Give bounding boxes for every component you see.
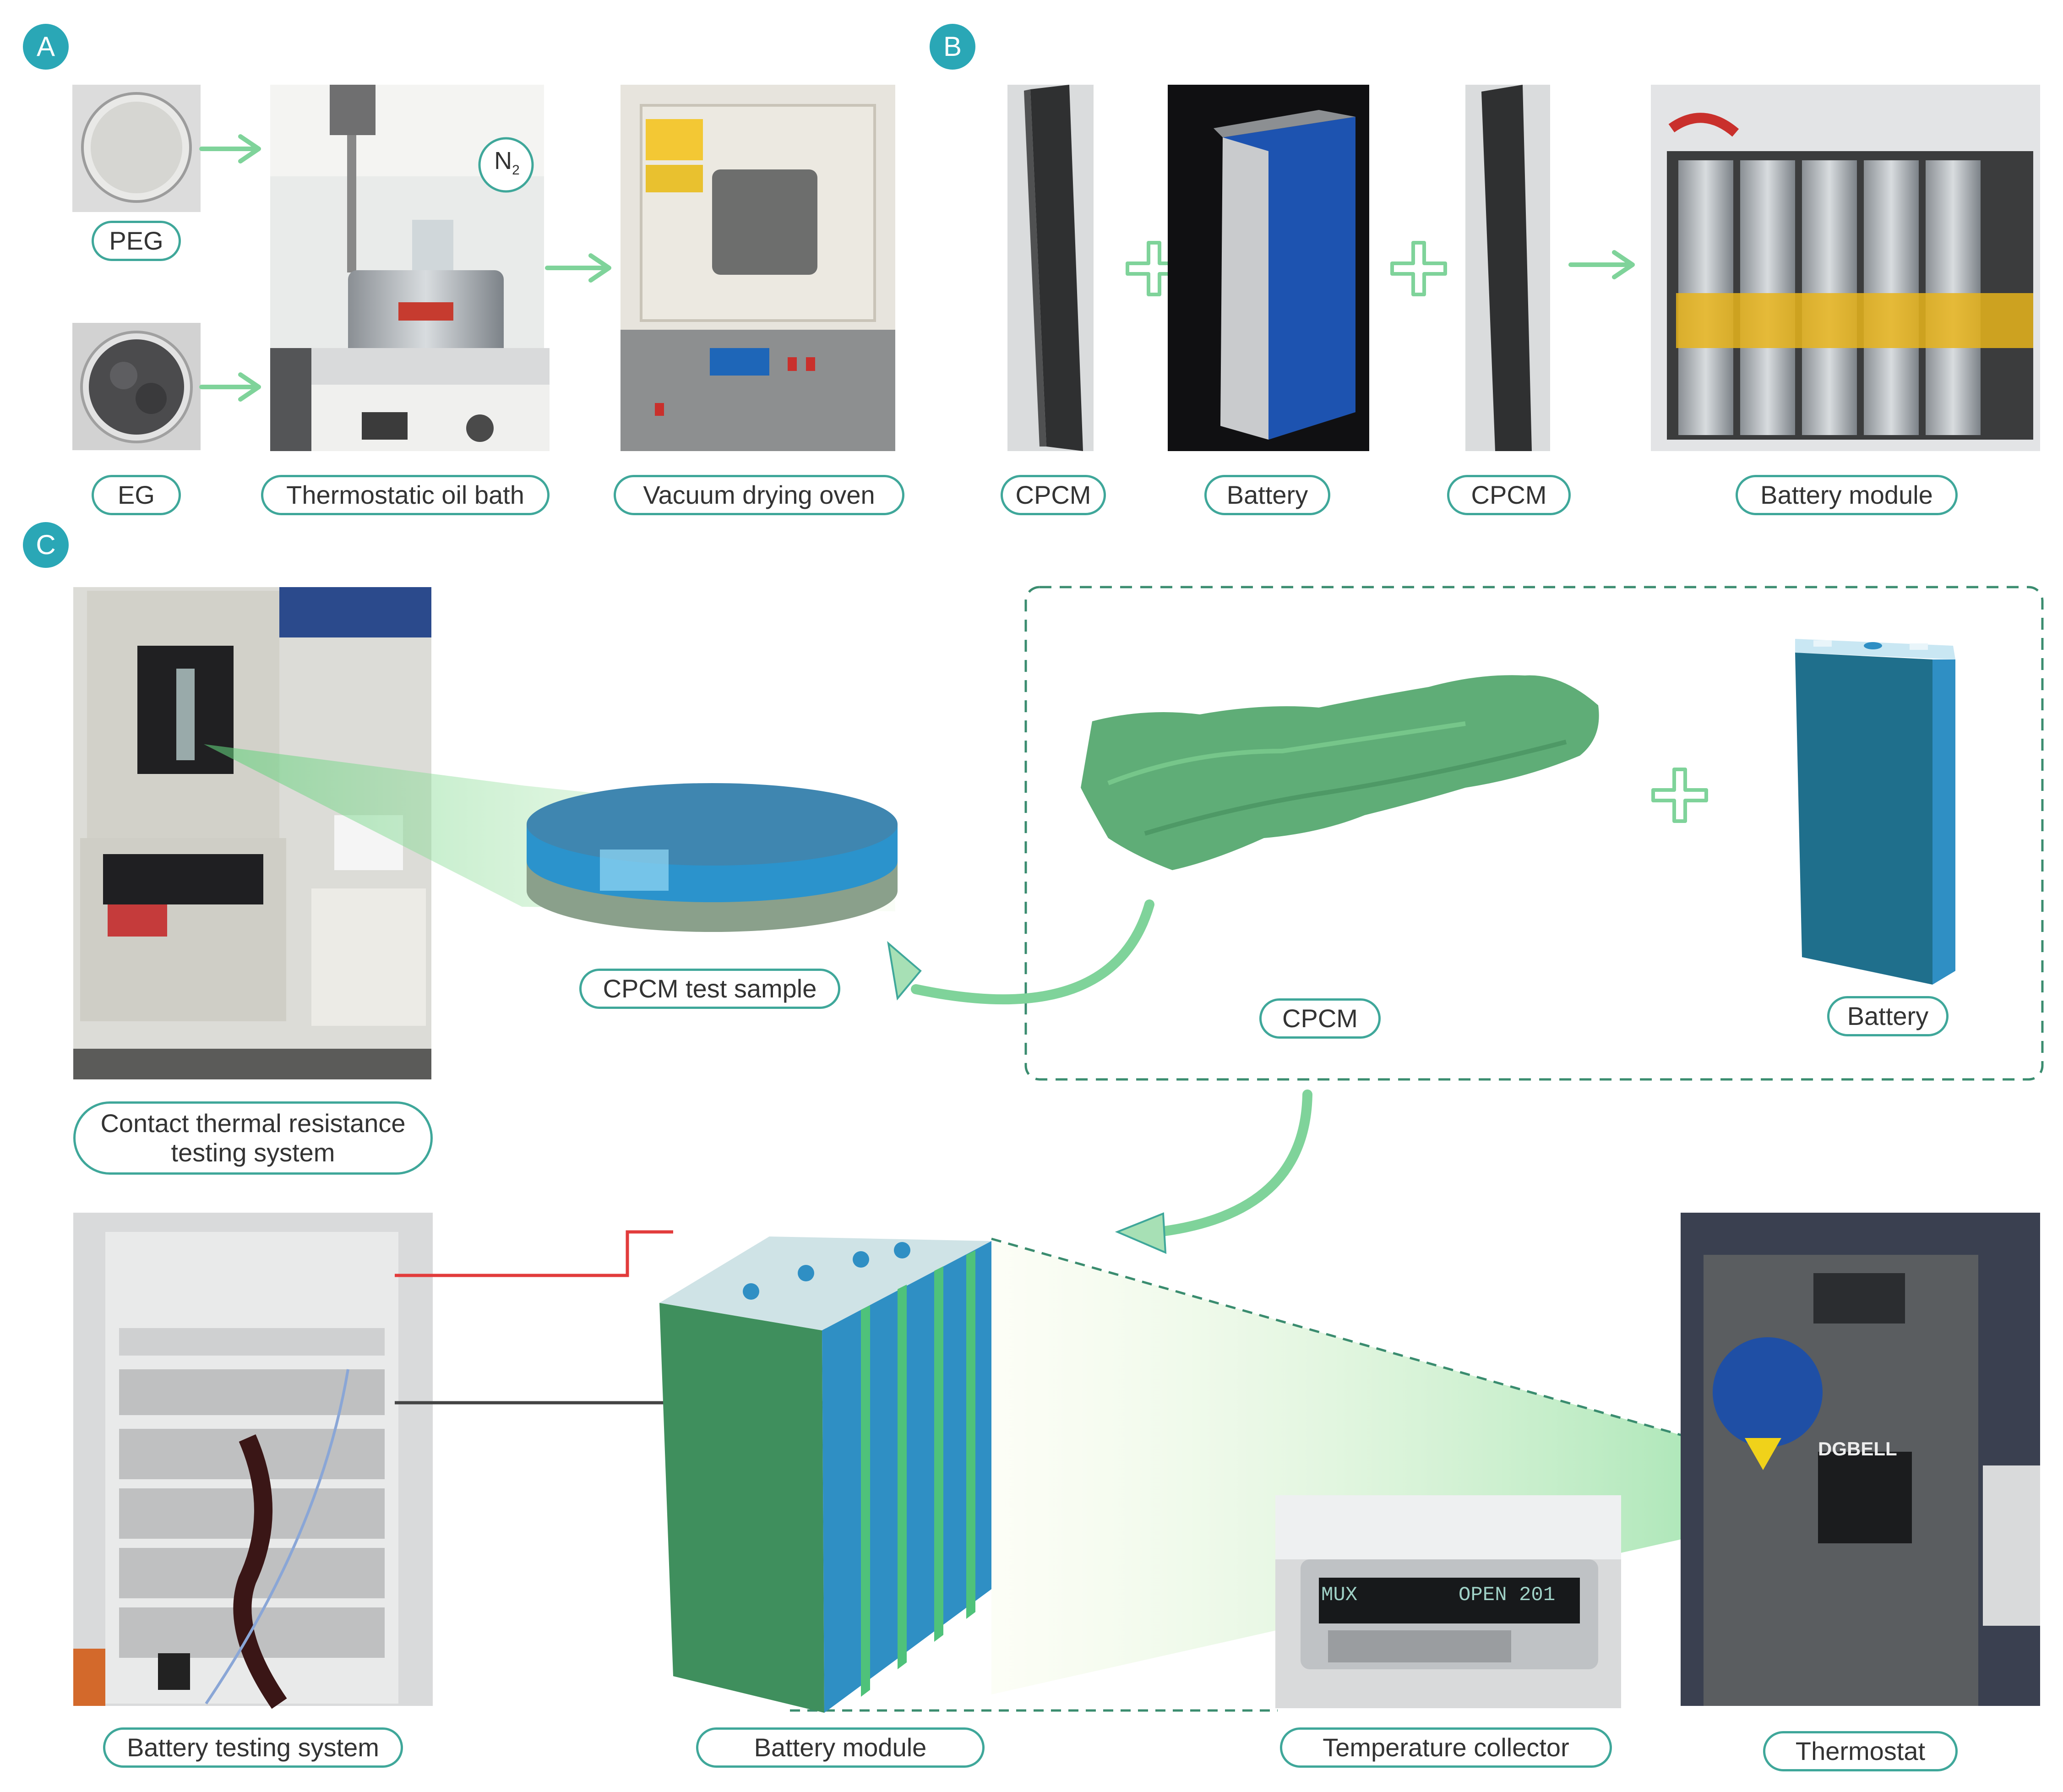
- arrow-right-icon: [545, 253, 611, 283]
- oven-photo: [621, 85, 895, 451]
- label-module-c: Battery module: [696, 1727, 985, 1768]
- curved-arrow-icon: [1154, 1089, 1312, 1237]
- plus-icon: [1390, 241, 1447, 296]
- red-wire: [395, 1230, 673, 1277]
- display-left-text: MUX: [1321, 1584, 1358, 1607]
- panel-b-badge: B: [930, 24, 975, 70]
- panel-c-badge: C: [23, 522, 69, 568]
- panel-a-badge: A: [23, 24, 69, 70]
- brand-text: DGBELL: [1818, 1438, 1897, 1460]
- label-peg: PEG: [92, 221, 181, 261]
- cpcm-block: [1081, 675, 1599, 870]
- cpcm-photo-right: [1465, 85, 1550, 451]
- temp-collector-photo: [1275, 1495, 1621, 1708]
- peg-photo: [72, 85, 201, 212]
- label-module-b: Battery module: [1736, 475, 1958, 515]
- battery-tester-photo: [73, 1213, 433, 1709]
- battery-3d: [1795, 639, 1955, 985]
- label-cpcm-left: CPCM: [1001, 475, 1106, 515]
- label-cpcm-right: CPCM: [1447, 475, 1571, 515]
- label-battery-c: Battery: [1827, 996, 1949, 1036]
- cpcm-test-sample-disc: [527, 783, 898, 932]
- label-thermostat: Thermostat: [1763, 1731, 1958, 1771]
- oil-bath-photo: [270, 85, 550, 451]
- label-contact-system: Contact thermal resistance testing syste…: [73, 1101, 433, 1175]
- label-eg: EG: [92, 475, 181, 515]
- label-cpcm-c: CPCM: [1259, 998, 1381, 1039]
- label-battery-b: Battery: [1204, 475, 1330, 515]
- curved-arrow-icon: [911, 899, 1154, 1005]
- label-temp-collector: Temperature collector: [1280, 1727, 1612, 1768]
- n2-label: N2: [494, 147, 520, 178]
- label-oven: Vacuum drying oven: [614, 475, 904, 515]
- display-right-text: OPEN 201: [1459, 1584, 1556, 1607]
- n2-badge: [478, 137, 534, 193]
- plus-icon: [1651, 768, 1708, 823]
- battery-module-photo: [1651, 85, 2040, 451]
- thermostat-photo: [1681, 1213, 2040, 1706]
- arrow-right-icon: [1568, 250, 1635, 279]
- arrow-right-icon: [199, 134, 261, 402]
- contact-system-photo: [73, 587, 431, 1079]
- label-cpcm-sample: CPCM test sample: [579, 969, 840, 1009]
- cpcm-battery-group-box: [1024, 586, 2044, 1081]
- label-battery-tester: Battery testing system: [103, 1727, 403, 1768]
- eg-photo: [72, 323, 201, 450]
- label-oil-bath: Thermostatic oil bath: [261, 475, 550, 515]
- battery-module-3d: [659, 1236, 991, 1713]
- light-beam: [991, 1239, 1836, 1694]
- cpcm-photo-left: [1007, 85, 1094, 451]
- battery-photo: [1168, 85, 1369, 451]
